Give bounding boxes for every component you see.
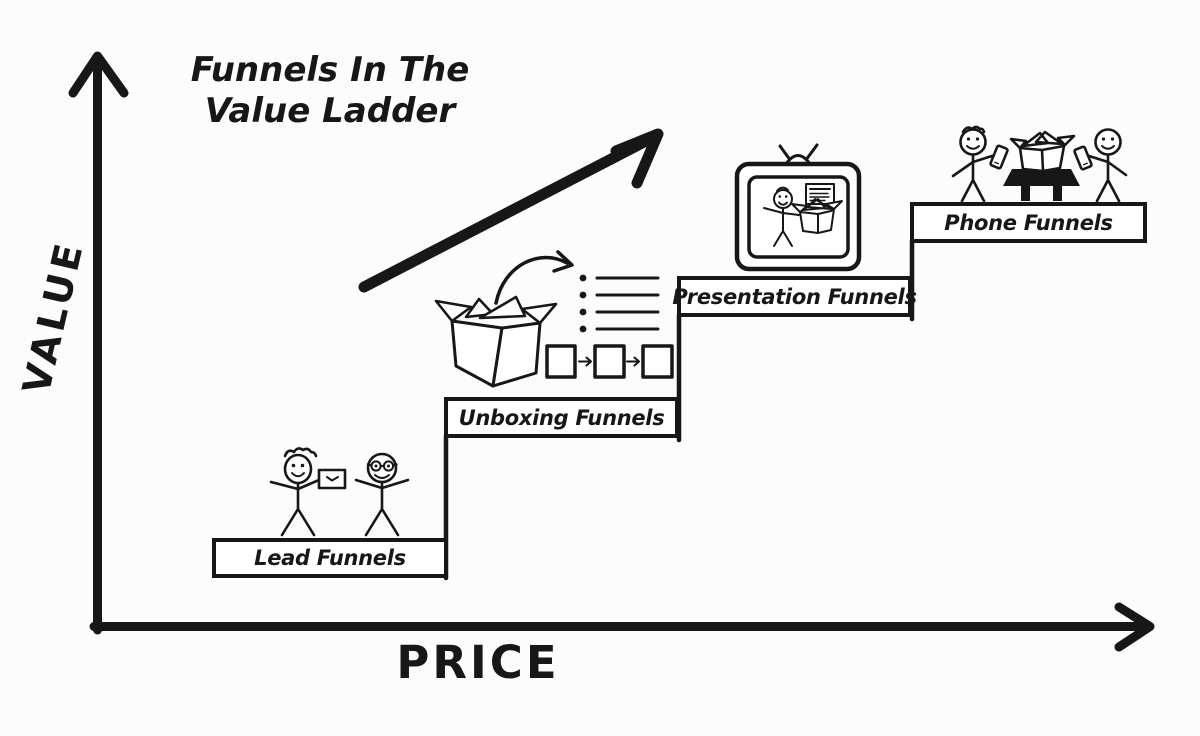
open-box-icon <box>434 295 558 388</box>
list-lines <box>595 276 660 331</box>
eye <box>778 195 782 198</box>
box-face <box>491 321 542 388</box>
stick-figure-with-envelope <box>269 447 347 537</box>
eye <box>300 463 305 468</box>
phone-figure-right <box>1073 128 1128 203</box>
phone-funnels-illustration <box>951 125 1128 203</box>
eye <box>975 137 980 141</box>
curved-arrow-icon <box>494 250 574 305</box>
stick-figure-glasses <box>354 452 410 537</box>
step-label-lead-funnels: Lead Funnels <box>254 546 406 570</box>
growth-arrow-head <box>610 128 664 189</box>
envelope-icon <box>317 468 347 490</box>
smile <box>1101 145 1115 150</box>
growth-arrow-shaft <box>358 136 650 293</box>
box-flap <box>434 299 473 323</box>
box-flap <box>478 295 527 320</box>
body-limbs <box>269 478 321 537</box>
eye <box>784 195 788 198</box>
presentation-funnels-illustration <box>734 143 862 272</box>
eye <box>387 464 390 468</box>
head <box>283 453 313 485</box>
envelope-flap <box>326 476 339 482</box>
body-limbs <box>951 153 994 203</box>
hair-icon <box>283 447 318 458</box>
flow-square <box>593 344 626 379</box>
title-line-1: Funnels In The <box>190 50 470 90</box>
x-axis-arrowhead-icon <box>1114 602 1155 652</box>
box-edge <box>1040 148 1045 173</box>
bullet <box>579 274 587 282</box>
curved-arrow-shaft <box>494 255 569 305</box>
smile <box>291 472 305 478</box>
head <box>959 128 987 156</box>
table-box-icon <box>1009 130 1076 173</box>
eye <box>1101 137 1106 141</box>
body-limbs <box>354 478 410 537</box>
step-label-phone-funnels: Phone Funnels <box>944 210 1113 235</box>
small-box-icon <box>791 198 843 234</box>
bullet <box>579 308 587 316</box>
diagram-title: Funnels In The Value Ladder <box>175 50 485 133</box>
smartphone-icon <box>989 144 1009 170</box>
table-top <box>1003 169 1080 186</box>
checklist-icon <box>579 274 660 333</box>
flow-square <box>641 344 674 379</box>
hair-icon <box>776 186 789 192</box>
eye <box>374 464 378 468</box>
eye <box>291 463 296 468</box>
y-axis-arrowhead-icon <box>68 51 129 98</box>
smartphone-icon <box>1073 145 1093 171</box>
curved-arrow-head <box>552 250 574 273</box>
unboxing-funnels-illustration <box>434 250 674 388</box>
step-phone-funnels: Phone Funnels <box>910 202 1147 243</box>
title-line-2: Value Ladder <box>204 91 456 132</box>
smile <box>374 474 390 479</box>
hair-icon <box>961 125 986 134</box>
box-flaps <box>1021 130 1064 148</box>
x-axis-label: PRICE <box>396 636 560 689</box>
box-flap <box>464 297 495 319</box>
flow-square <box>545 344 577 379</box>
flow-arrow <box>578 356 592 367</box>
smile <box>966 145 980 150</box>
step-lead-funnels: Lead Funnels <box>212 538 448 578</box>
eye <box>1110 137 1115 141</box>
table-icon <box>1003 169 1080 201</box>
growth-arrow-icon <box>358 128 664 293</box>
table-leg <box>1053 186 1062 201</box>
glasses-bridge <box>366 463 398 467</box>
phone-figure-left <box>951 125 1009 203</box>
lead-funnels-illustration <box>269 447 410 537</box>
box-flaps <box>802 198 832 211</box>
bullet <box>579 291 587 299</box>
step-presentation-funnels: Presentation Funnels <box>672 276 917 317</box>
step-unboxing-funnels: Unboxing Funnels <box>444 397 679 438</box>
three-step-flow-icon <box>545 344 674 379</box>
eye <box>966 137 971 141</box>
body-limbs <box>1087 153 1128 203</box>
box-flap <box>520 302 558 325</box>
presenter-figure <box>763 186 800 247</box>
step-label-presentation-funnels: Presentation Funnels <box>672 284 917 309</box>
x-axis <box>89 602 1155 652</box>
body-limbs <box>763 207 800 247</box>
bullet <box>579 325 587 333</box>
head <box>1094 128 1122 156</box>
smile <box>778 201 788 206</box>
y-axis <box>68 51 129 635</box>
step-label-unboxing-funnels: Unboxing Funnels <box>458 405 665 430</box>
flow-arrow <box>626 356 640 367</box>
table-leg <box>1021 186 1030 201</box>
